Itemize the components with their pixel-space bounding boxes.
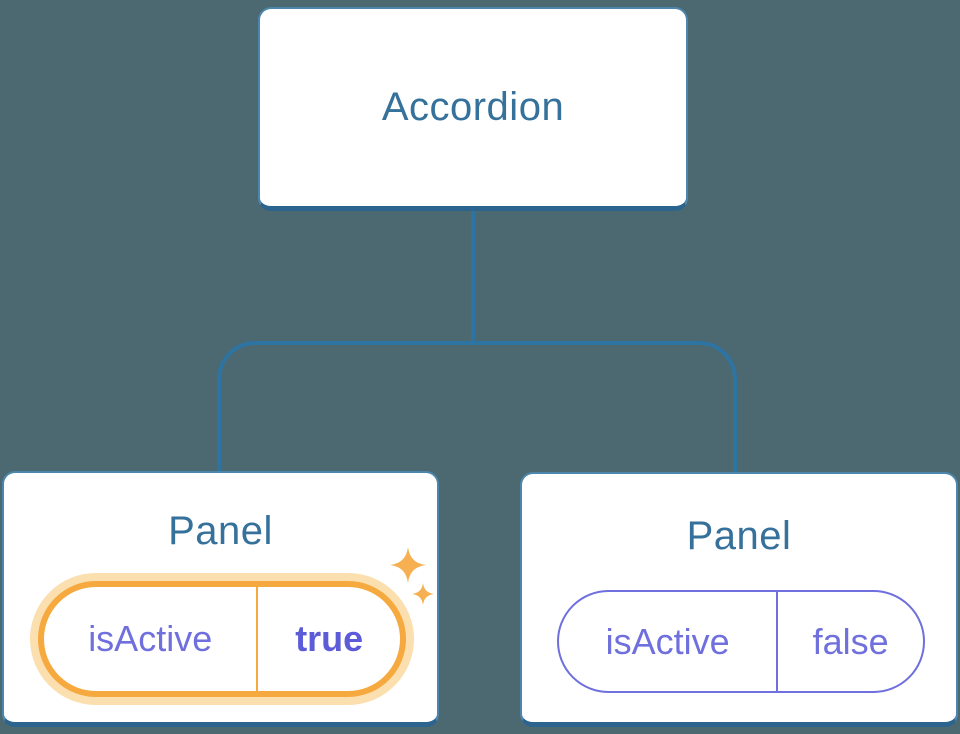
state-name: isActive	[605, 620, 730, 662]
state-value: true	[295, 618, 364, 659]
panel-node-inactive: Panel isActive false	[520, 472, 958, 727]
sparkle-icon-large	[390, 547, 426, 583]
tree-connector-stem	[471, 211, 475, 343]
panel-label: Panel	[168, 509, 273, 553]
state-pill-active: isActive true	[38, 581, 406, 697]
tree-connector-branch	[217, 341, 737, 472]
panel-node-active: Panel isActive true	[2, 471, 439, 727]
state-pill-inactive: isActive false	[557, 590, 925, 693]
panel-label: Panel	[686, 514, 792, 558]
state-value: false	[812, 620, 889, 662]
accordion-node: Accordion	[258, 7, 688, 211]
pill-divider	[776, 592, 779, 691]
state-name: isActive	[88, 618, 213, 659]
pill-divider	[256, 587, 259, 691]
accordion-label: Accordion	[381, 85, 565, 129]
sparkle-icon-small	[412, 583, 434, 605]
